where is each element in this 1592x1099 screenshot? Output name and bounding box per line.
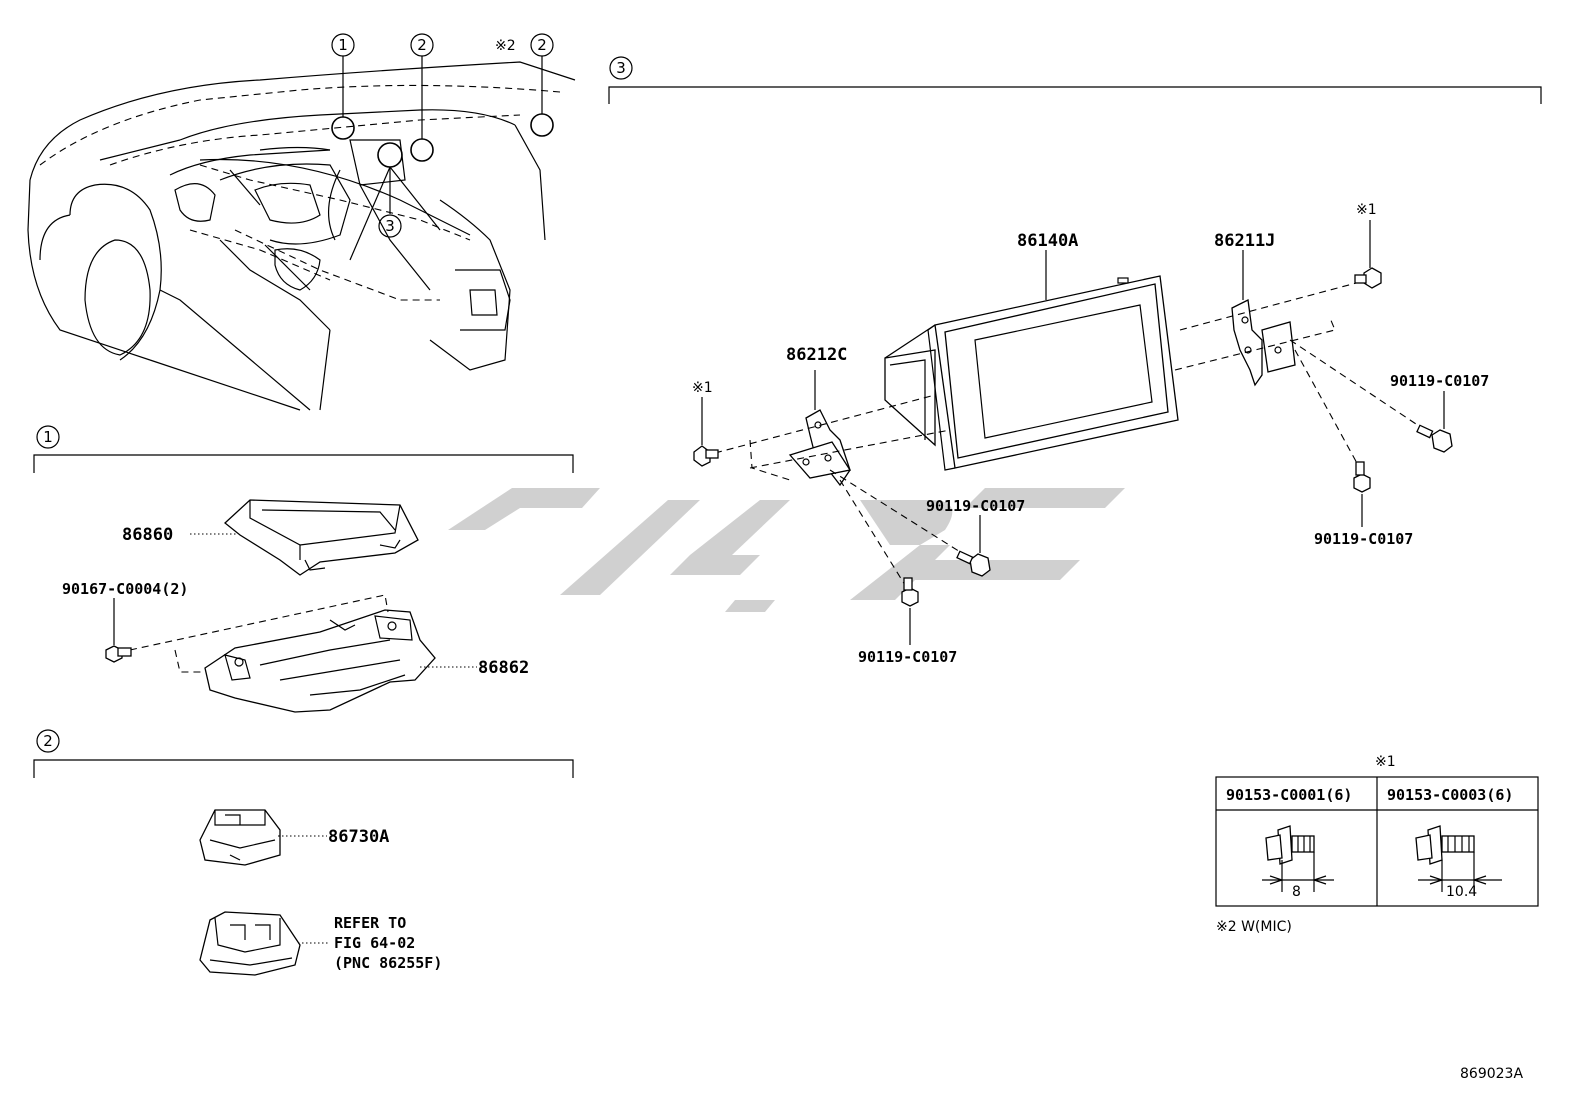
part-label-86730A: 86730A: [328, 827, 389, 847]
section-1-bolt: [105, 645, 132, 663]
svg-text:2: 2: [43, 732, 53, 750]
legend-dim-1: 8: [1292, 884, 1301, 900]
section-3-dash-lines: [714, 281, 1426, 586]
dash-bracket-top: [129, 594, 389, 651]
svg-text:1: 1: [43, 428, 53, 446]
legend-table: [1215, 776, 1539, 907]
overview-callout-2b: 2: [530, 33, 554, 57]
section-3-bolt-a: [956, 550, 991, 577]
section-3-bolt-d: [1353, 461, 1371, 493]
section-2-header: 2: [33, 729, 574, 778]
svg-text:1: 1: [338, 36, 348, 54]
svg-text:3: 3: [385, 217, 395, 235]
svg-text:2: 2: [537, 36, 547, 54]
part-label-86862: 86862: [478, 658, 529, 678]
section-1-bracket: [204, 609, 436, 713]
section-3-header: 3: [608, 56, 1542, 104]
section-1-header: 1: [33, 425, 574, 473]
part-label-86140A: 86140A: [1017, 231, 1078, 251]
overview-car-interior: [27, 56, 576, 411]
note-mark-left-x1: ※1: [692, 380, 713, 396]
section-3-bolt-c: [1416, 424, 1453, 453]
overview-callout-1: 1: [331, 33, 355, 57]
legend-footnote: ※2 W(MIC): [1216, 919, 1292, 935]
part-label-90119-C0107-a: 90119-C0107: [926, 497, 1025, 515]
refer-line-2: FIG 64-02: [334, 934, 415, 952]
dash-bracket-left: [174, 649, 205, 673]
section-1-ecu: [224, 499, 419, 576]
section-3-right-bracket: [1231, 299, 1296, 387]
legend-header-1: 90153-C0001(6): [1226, 786, 1352, 804]
figure-id: 869023A: [1460, 1066, 1523, 1082]
refer-line-1: REFER TO: [334, 914, 406, 932]
overview-callout-2a: 2: [410, 33, 434, 57]
section-3-bolt-right-x1: [1354, 267, 1382, 289]
section-3-bolt-b: [901, 577, 919, 607]
legend-dim-2: 10.4: [1446, 884, 1477, 900]
part-label-90119-C0107-d: 90119-C0107: [1314, 530, 1413, 548]
part-label-90167-C0004: 90167-C0004(2): [62, 580, 188, 598]
section-3-left-bracket: [788, 409, 852, 487]
part-label-86212C: 86212C: [786, 345, 847, 365]
part-label-86860: 86860: [122, 525, 173, 545]
legend-bolt-1: [1262, 825, 1334, 892]
section-3-display: [884, 275, 1179, 471]
part-label-90119-C0107-c: 90119-C0107: [1390, 372, 1489, 390]
overview-note-mark: ※2: [495, 38, 516, 54]
part-label-86211J: 86211J: [1214, 231, 1275, 251]
overview-callout-3: 3: [378, 214, 402, 238]
watermark-logo: [448, 488, 1125, 612]
svg-text:2: 2: [417, 36, 427, 54]
part-label-90119-C0107-b: 90119-C0107: [858, 648, 957, 666]
svg-text:3: 3: [616, 59, 626, 77]
refer-line-3: (PNC 86255F): [334, 954, 442, 972]
legend-bolt-2: [1415, 825, 1502, 892]
legend-note-mark: ※1: [1375, 754, 1396, 770]
section-2-microphone-ref: [199, 911, 301, 976]
legend-header-2: 90153-C0003(6): [1387, 786, 1513, 804]
section-2-microphone: [199, 809, 281, 866]
section-3-bolt-left-x1: [693, 445, 719, 467]
note-mark-right-x1: ※1: [1356, 202, 1377, 218]
